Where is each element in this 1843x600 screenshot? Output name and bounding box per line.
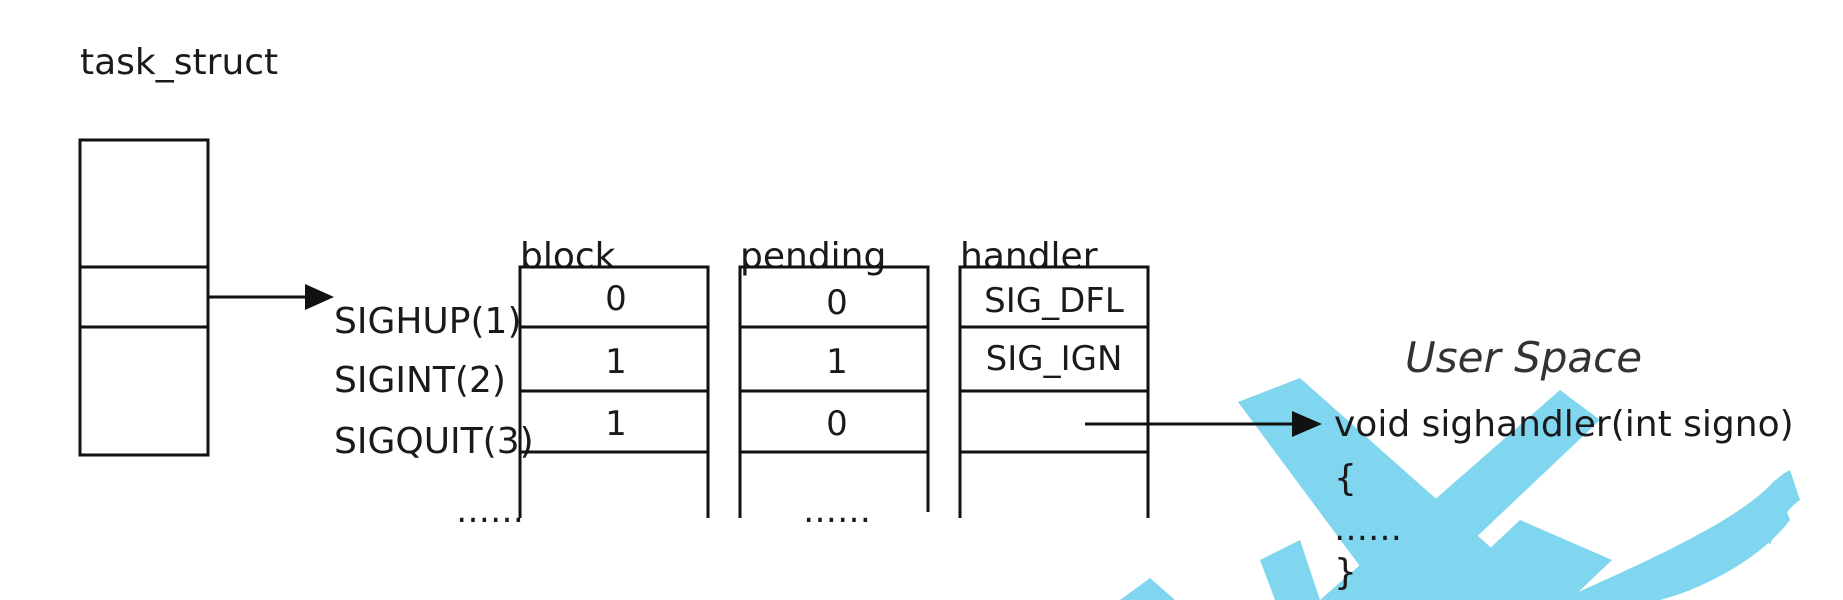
watermark-logo	[1120, 378, 1800, 600]
handler-cell-1: SIG_DFL	[984, 281, 1124, 321]
task-struct-box	[78, 138, 210, 457]
pending-table-more: ……	[803, 491, 871, 531]
signal-label-sighup: SIGHUP(1)	[334, 301, 522, 342]
signal-label-sigquit: SIGQUIT(3)	[334, 421, 534, 462]
handler-header: handler	[960, 236, 1098, 277]
handler-pointer-arrow	[1085, 411, 1322, 437]
pending-cell-3: 0	[826, 404, 848, 444]
pending-header: pending	[740, 236, 886, 277]
block-header: block	[520, 236, 616, 277]
signal-pointer-arrow	[208, 284, 334, 310]
handler-table	[958, 265, 1150, 518]
block-table	[518, 265, 710, 518]
user-space-title: User Space	[1405, 333, 1642, 382]
signal-label-sigint: SIGINT(2)	[334, 360, 506, 401]
handler-cell-2: SIG_IGN	[986, 339, 1123, 379]
user-code-line-2: {	[1334, 458, 1357, 499]
user-code-line-4: }	[1334, 552, 1357, 593]
pending-table	[738, 265, 930, 518]
task-struct-title: task_struct	[80, 42, 278, 83]
pending-cell-1: 0	[826, 283, 848, 323]
block-cell-1: 0	[605, 279, 627, 319]
signal-list-more: ……	[456, 491, 524, 531]
user-code-line-3: ……	[1334, 509, 1402, 549]
user-code-line-1: void sighandler(int signo)	[1334, 404, 1794, 445]
pending-cell-2: 1	[826, 342, 848, 382]
block-cell-2: 1	[605, 342, 627, 382]
block-cell-3: 1	[605, 404, 627, 444]
